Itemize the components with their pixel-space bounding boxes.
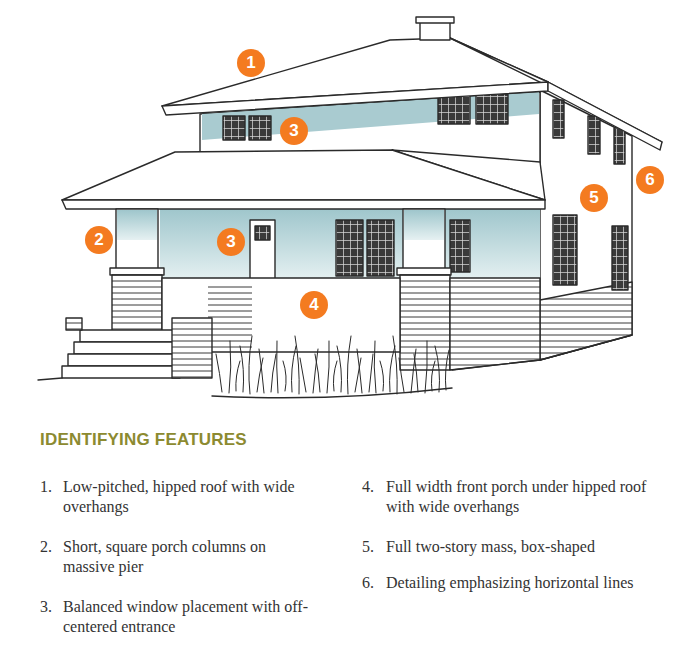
roof-fascia [548, 82, 662, 150]
window [553, 100, 564, 138]
callout-disc [237, 49, 265, 77]
window [336, 220, 363, 276]
window [367, 220, 394, 276]
callout-disc [280, 117, 308, 145]
ground-line [38, 335, 632, 398]
callout-disc [636, 166, 664, 194]
callout-number: 1 [246, 54, 255, 72]
callout-disc [580, 184, 608, 212]
roof-fascia [162, 82, 548, 115]
callout-disc [217, 228, 245, 256]
side-siding [540, 282, 632, 360]
list-number: 5. [362, 537, 374, 557]
list-number: 4. [362, 477, 374, 497]
door-window [255, 226, 270, 240]
column-cap [397, 268, 451, 275]
callout-circle: 1 [237, 49, 265, 77]
porch-back-wall [160, 209, 540, 281]
step [62, 366, 180, 378]
callout-circle: 3 [217, 228, 245, 256]
heading: IDENTIFYING FEATURES [40, 430, 247, 450]
callout-circle: 5 [580, 184, 608, 212]
step-cheek-wall [66, 318, 82, 330]
feature-text: Balanced window placement with off-cente… [63, 597, 311, 637]
chimney [420, 22, 450, 40]
window [612, 226, 628, 290]
window [588, 116, 600, 154]
window [614, 128, 625, 164]
callout-circle: 6 [636, 166, 664, 194]
step-cheek-wall [172, 318, 212, 378]
callout-disc [85, 226, 113, 254]
column-shadow [117, 210, 157, 240]
step [68, 354, 180, 366]
callout-number: 3 [289, 122, 298, 140]
chimney-cap [416, 17, 454, 23]
window [450, 220, 470, 272]
grass [216, 336, 449, 394]
callout-disc [300, 291, 328, 319]
column-shadow [404, 210, 444, 240]
porch-pier [400, 275, 450, 370]
step [80, 330, 180, 342]
callout-circle: 4 [300, 291, 328, 319]
window [438, 94, 470, 124]
porch-roof-face [62, 150, 545, 200]
feature-text: Full two-story mass, box-shaped [386, 537, 666, 557]
list-number: 3. [40, 597, 52, 617]
callout-circle: 2 [85, 226, 113, 254]
feature-text: Short, square porch columns on massive p… [63, 537, 311, 577]
callout-number: 4 [309, 296, 318, 314]
callout-number: 2 [94, 231, 103, 249]
feature-text: Low-pitched, hipped roof with wide overh… [63, 477, 311, 517]
callout-number: 5 [589, 189, 598, 207]
column-cap [110, 268, 164, 275]
wall-siding [208, 284, 252, 348]
front-door [250, 220, 275, 280]
window [553, 215, 577, 285]
side-wall [540, 90, 632, 360]
list-number: 1. [40, 477, 52, 497]
callout-number: 6 [645, 171, 654, 189]
porch-fascia [62, 200, 545, 209]
feature-text: Full width front porch under hipped roof… [386, 477, 666, 517]
porch-knee-wall [450, 278, 540, 370]
window [223, 116, 245, 140]
step [74, 342, 180, 354]
callout-circle: 3 [280, 117, 308, 145]
list-number: 6. [362, 573, 374, 593]
porch-column [403, 209, 445, 269]
list-number: 2. [40, 537, 52, 557]
callout-number: 3 [226, 233, 235, 251]
window [249, 116, 271, 140]
porch-column [116, 209, 158, 269]
window [476, 94, 508, 124]
feature-text: Detailing emphasizing horizontal lines [386, 573, 666, 593]
